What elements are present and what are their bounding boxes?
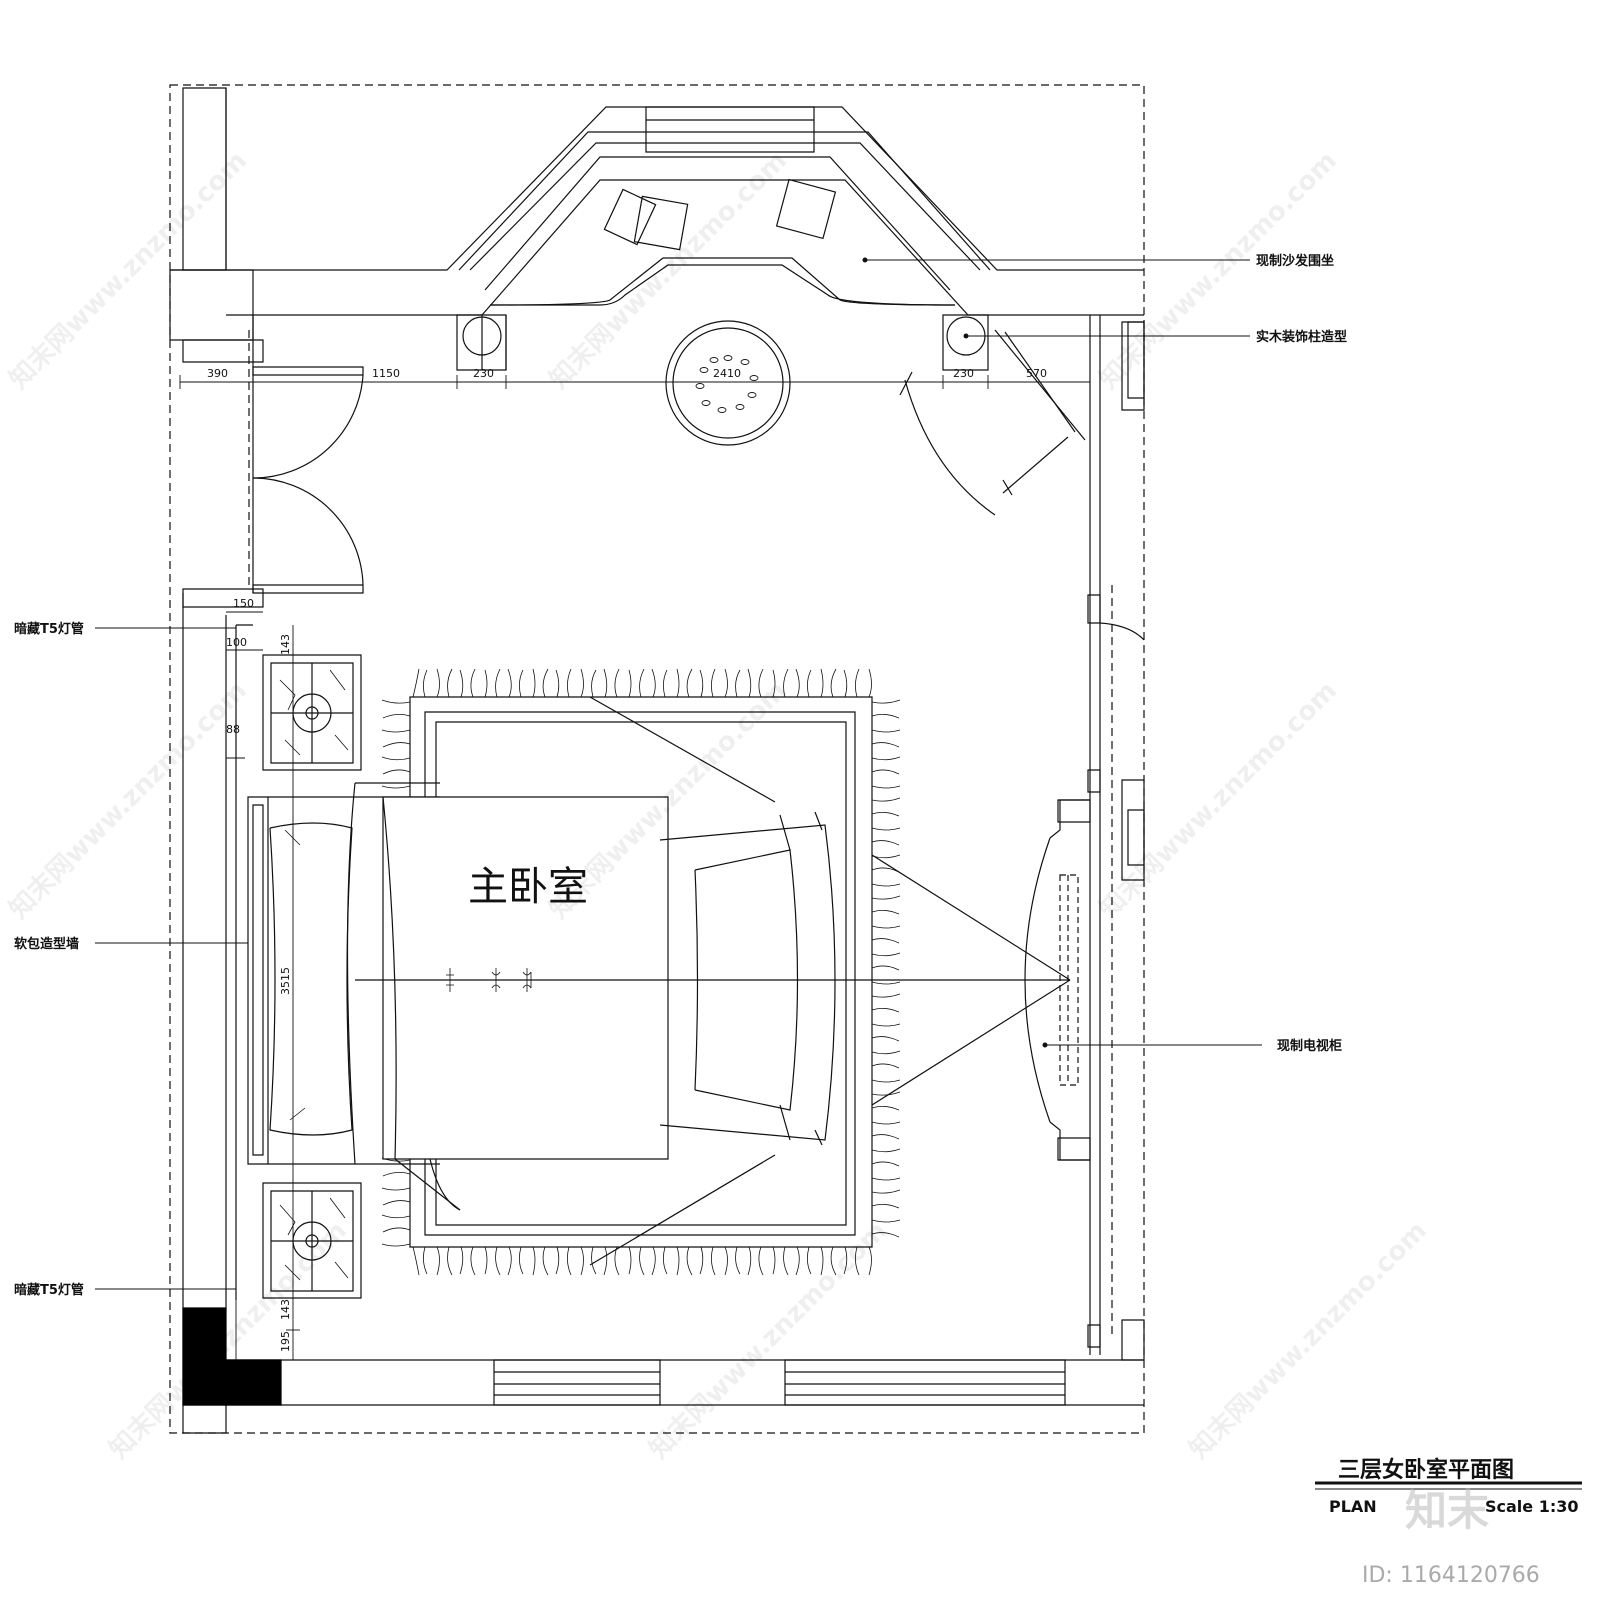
- title-block: 三层女卧室平面图 PLAN Scale 1:30: [1329, 1457, 1579, 1516]
- dim-88: 88: [226, 723, 240, 736]
- dim-3515: 3515: [279, 967, 292, 995]
- dim-143-bottom: 143: [279, 1299, 292, 1320]
- structural-column: [183, 1308, 281, 1405]
- dimension-lines: [180, 375, 1090, 1360]
- plan-label: PLAN: [1329, 1497, 1377, 1516]
- door-right: [900, 330, 1085, 515]
- dim-150: 150: [233, 597, 254, 610]
- watermark-logo: 知末: [1405, 1486, 1489, 1535]
- door-left: [253, 367, 363, 593]
- watermark-text-4: 知末网www.znzmo.com: [4, 676, 253, 925]
- wood-column-right: [943, 315, 988, 370]
- wall-top: [170, 107, 1144, 370]
- callout-labels: 现制沙发围坐 实木装饰柱造型 暗藏T5灯管 软包造型墙 暗藏T5灯管 现制电视柜: [14, 253, 1347, 1298]
- label-sofa: 现制沙发围坐: [1256, 253, 1334, 269]
- watermark-text-2: 知末网www.znzmo.com: [544, 146, 793, 395]
- wall-bottom: [183, 1360, 1144, 1433]
- bedside-table-top: [263, 655, 361, 770]
- tv-cabinet: [872, 800, 1090, 1160]
- dim-230-right: 230: [953, 367, 974, 380]
- dimension-labels: 390 1150 230 2410 230 570 150 100 143 88…: [207, 367, 1047, 1352]
- room-name: 主卧室: [468, 864, 588, 910]
- label-tv-cabinet: 现制电视柜: [1277, 1038, 1342, 1054]
- watermark-text-9: 知末网www.znzmo.com: [1184, 1216, 1433, 1465]
- label-soft-wall: 软包造型墙: [14, 936, 79, 952]
- leader-dot-column: [963, 333, 969, 339]
- bedside-table-bottom: [263, 1183, 361, 1298]
- scale-label: Scale 1:30: [1485, 1497, 1579, 1516]
- watermark-text-8: 知末网www.znzmo.com: [644, 1216, 893, 1465]
- watermark-id: ID: 1164120766: [1362, 1563, 1540, 1588]
- drawing-title: 三层女卧室平面图: [1338, 1457, 1514, 1483]
- dim-230-left: 230: [473, 367, 494, 380]
- dim-143-top: 143: [279, 634, 292, 655]
- dim-390: 390: [207, 367, 228, 380]
- dim-100: 100: [226, 636, 247, 649]
- dim-570: 570: [1026, 367, 1047, 380]
- watermark-text-7: 知末网www.znzmo.com: [104, 1216, 353, 1465]
- leader-dot-tv: [1042, 1042, 1048, 1048]
- rug-fringe: [382, 669, 900, 1275]
- bay-window-sofa: [459, 107, 990, 305]
- drawing-boundary: [170, 85, 1144, 1433]
- bed-tassels: [446, 968, 531, 992]
- headboard: [248, 797, 355, 1164]
- leader-lines: [95, 260, 1262, 1289]
- dim-195: 195: [279, 1331, 292, 1352]
- wood-column-left: [457, 315, 506, 370]
- ceiling-lamp: [666, 321, 790, 445]
- wall-right: [1088, 315, 1144, 1360]
- label-t5-bottom: 暗藏T5灯管: [14, 1282, 84, 1298]
- label-column: 实木装饰柱造型: [1256, 329, 1347, 345]
- bed: [270, 697, 872, 1265]
- dim-2410: 2410: [713, 367, 741, 380]
- dim-1150: 1150: [372, 367, 400, 380]
- label-t5-top: 暗藏T5灯管: [14, 621, 84, 637]
- watermark-text-6: 知末网www.znzmo.com: [1094, 676, 1343, 925]
- leader-dot-sofa: [862, 257, 868, 263]
- title-underline: [1315, 1483, 1582, 1489]
